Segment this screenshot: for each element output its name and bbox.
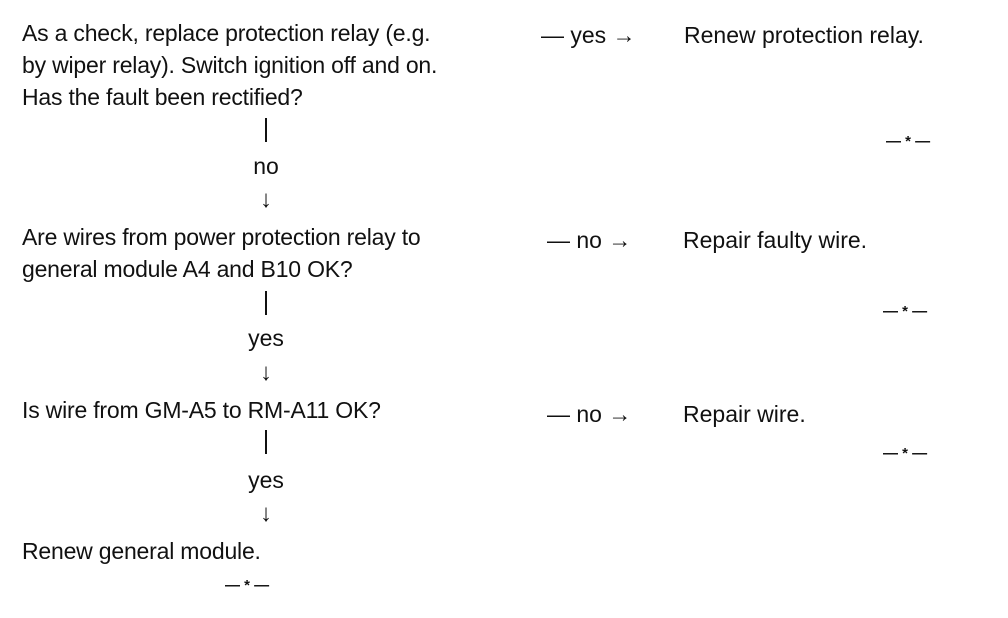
step3-down-arrow: ↓: [260, 500, 272, 527]
step3-yes-label: yes: [248, 467, 284, 493]
step2-action: Repair faulty wire.: [683, 227, 868, 253]
step1-yes-branch: — yes →: [541, 22, 636, 48]
step1-end-mark: — * —: [886, 133, 931, 150]
step3-connector-line: [265, 430, 267, 454]
final-end-mark: — * —: [225, 577, 270, 594]
step3-no-branch: — no →: [547, 401, 632, 427]
step2-connector-line: [265, 291, 267, 315]
step3-action: Repair wire.: [683, 401, 806, 427]
step2-question-line1: Are wires from power protection relay to: [22, 224, 421, 250]
step1-action: Renew protection relay.: [684, 22, 924, 48]
step1-connector-line: [265, 118, 267, 142]
step2-question-line2: general module A4 and B10 OK?: [22, 256, 353, 282]
step1-down-arrow: ↓: [260, 186, 272, 213]
step1-question-line3: Has the fault been rectified?: [22, 84, 303, 110]
step1-question-line2: by wiper relay). Switch ignition off and…: [22, 52, 438, 78]
step1-no-label: no: [253, 153, 279, 179]
step2-no-branch: — no →: [547, 227, 632, 253]
step2-end-mark: — * —: [883, 303, 928, 320]
step2-yes-label: yes: [248, 325, 284, 351]
final-action: Renew general module.: [22, 538, 261, 564]
step3-end-mark: — * —: [883, 445, 928, 462]
step3-question-line1: Is wire from GM-A5 to RM-A11 OK?: [22, 397, 381, 423]
step1-question-line1: As a check, replace protection relay (e.…: [22, 20, 431, 46]
step2-down-arrow: ↓: [260, 359, 272, 386]
